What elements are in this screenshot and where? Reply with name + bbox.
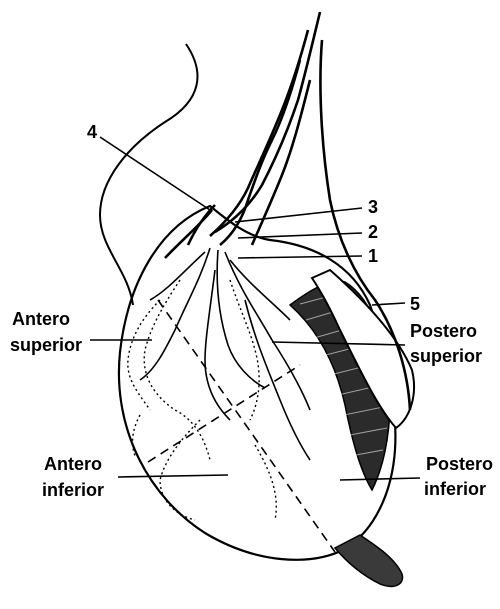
label-antero-inferior-line2: inferior xyxy=(42,480,104,500)
label-antero-inferior-line1: Antero xyxy=(44,454,102,474)
label-postero-superior-line2: superior xyxy=(410,346,482,366)
testicular-branches xyxy=(140,248,310,460)
leader-antero-inferior xyxy=(118,475,228,477)
label-antero-superior-line2: superior xyxy=(10,335,82,355)
zone-division-lines xyxy=(148,300,335,552)
label-4: 4 xyxy=(87,122,97,142)
label-5: 5 xyxy=(410,294,420,314)
label-antero-superior-line1: Antero xyxy=(12,309,70,329)
label-2: 2 xyxy=(368,222,378,242)
label-postero-inferior-line1: Postero xyxy=(426,454,493,474)
dotted-vessel-courses xyxy=(128,280,276,520)
leader-1 xyxy=(238,256,362,258)
label-1: 1 xyxy=(368,246,378,266)
tunica-outline xyxy=(100,44,197,305)
leader-4 xyxy=(100,137,210,210)
label-postero-inferior-line2: inferior xyxy=(424,479,486,499)
lower-appendage xyxy=(335,535,403,586)
label-3: 3 xyxy=(368,197,378,217)
leader-3 xyxy=(235,208,362,222)
leader-postero-inferior xyxy=(340,478,420,480)
label-postero-superior-line1: Postero xyxy=(410,321,477,341)
